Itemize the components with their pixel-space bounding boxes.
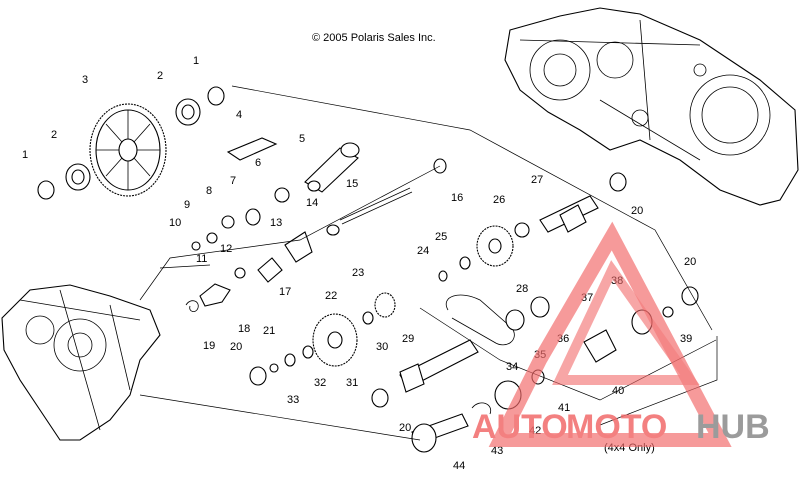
callout-c17: 17 (279, 286, 291, 298)
washer-21 (284, 353, 296, 367)
bearing-2-left (65, 163, 91, 191)
callout-c24: 24 (417, 245, 429, 257)
callout-c20c: 20 (631, 205, 643, 217)
watermark-triangle-inner (552, 260, 700, 385)
bushing-14 (326, 224, 340, 236)
copyright-text: © 2005 Polaris Sales Inc. (312, 32, 436, 44)
callout-c22: 22 (325, 290, 337, 302)
callout-c32: 32 (314, 377, 326, 389)
bearing-2-top (175, 98, 201, 126)
callout-labels: 1 1 2 2 3 4 5 6 7 8 9 10 11 12 13 14 15 … (22, 55, 696, 472)
gear-31 (312, 313, 358, 367)
washer-25 (459, 256, 471, 270)
bearing-20-mid (371, 388, 389, 408)
callout-c3: 3 (82, 74, 88, 86)
ball-10 (191, 241, 201, 251)
callout-c11: 11 (196, 253, 207, 265)
callout-c34: 34 (506, 361, 518, 373)
watermark-text-moto: MOTO (566, 408, 667, 446)
watermark-logo: AUTO MOTO HUB (472, 221, 770, 447)
washer-12 (234, 267, 246, 279)
lower-housing-half (1, 284, 161, 441)
driven-gear (89, 103, 167, 197)
callout-c43: 43 (491, 445, 503, 457)
four-by-four-bracket (599, 336, 718, 426)
linkage-18 (199, 283, 231, 307)
callout-c12: 12 (220, 243, 232, 255)
washer-24 (438, 270, 448, 282)
callout-c40: 40 (612, 385, 624, 397)
washer-7 (245, 208, 261, 226)
callout-c2a: 2 (51, 129, 57, 141)
callout-c14: 14 (306, 197, 318, 209)
callout-c20b: 20 (399, 422, 411, 434)
shift-shaft (339, 187, 413, 225)
callout-c2b: 2 (157, 70, 163, 82)
callout-c23: 23 (352, 267, 364, 279)
callout-c21: 21 (263, 325, 275, 337)
drive-chain (445, 294, 515, 346)
sprocket-28 (476, 225, 514, 267)
shift-drum (304, 142, 360, 193)
bearing-20-right (681, 286, 699, 306)
washer-8 (221, 215, 235, 229)
seal-1-left (37, 180, 55, 200)
callout-c39: 39 (680, 333, 692, 345)
callout-c33: 33 (287, 394, 299, 406)
seal-36 (530, 296, 550, 318)
callout-c9: 9 (184, 199, 190, 211)
callout-c27: 27 (531, 174, 543, 186)
callout-c1a: 1 (22, 149, 28, 161)
seal-1-top (207, 86, 225, 106)
spring-19 (185, 300, 199, 312)
callout-c6: 6 (255, 157, 261, 169)
callout-c41: 41 (558, 402, 570, 414)
washer-32 (302, 345, 314, 359)
washer-39 (662, 306, 674, 318)
callout-c20d: 20 (684, 256, 696, 268)
detent-cam (274, 187, 290, 203)
shift-fork-13 (284, 231, 313, 263)
watermark-text-hub: HUB (696, 408, 770, 446)
callout-c30: 30 (376, 341, 388, 353)
washer-22 (362, 311, 374, 325)
washer-33 (269, 363, 279, 373)
cover-40 (583, 329, 617, 363)
bearing-35 (505, 309, 525, 331)
callout-c26: 26 (493, 194, 505, 206)
callout-c7: 7 (230, 175, 236, 187)
sleeve-17 (257, 257, 283, 283)
callout-c15: 15 (346, 178, 358, 190)
callout-c29: 29 (402, 333, 414, 345)
callout-c16: 16 (451, 192, 463, 204)
callout-c20a: 20 (230, 341, 242, 353)
callout-c10: 10 (169, 217, 181, 229)
callout-c28: 28 (516, 283, 528, 295)
leader-lines (139, 85, 717, 441)
washer-9 (206, 232, 218, 244)
callout-c1b: 1 (193, 55, 199, 67)
callout-c5: 5 (299, 133, 305, 145)
callout-c31: 31 (346, 377, 358, 389)
output-shaft (539, 195, 599, 233)
watermark-text-auto: AUTO (472, 408, 568, 446)
bearing-20-left (249, 366, 267, 386)
upper-housing-half (504, 7, 799, 206)
shift-plate (226, 137, 278, 161)
washer-26 (514, 222, 530, 238)
callout-c13: 13 (270, 217, 282, 229)
gear-23 (374, 292, 396, 318)
pinion-shaft-44 (411, 413, 469, 453)
callout-c25: 25 (435, 231, 447, 243)
clip-43 (471, 402, 492, 415)
callout-c18: 18 (238, 323, 250, 335)
shaft-29 (399, 339, 479, 393)
callout-c4: 4 (236, 109, 242, 121)
callout-c8: 8 (206, 185, 212, 197)
bearing-20-top (609, 172, 627, 192)
callout-c19: 19 (203, 340, 215, 352)
callout-c44: 44 (453, 460, 465, 472)
